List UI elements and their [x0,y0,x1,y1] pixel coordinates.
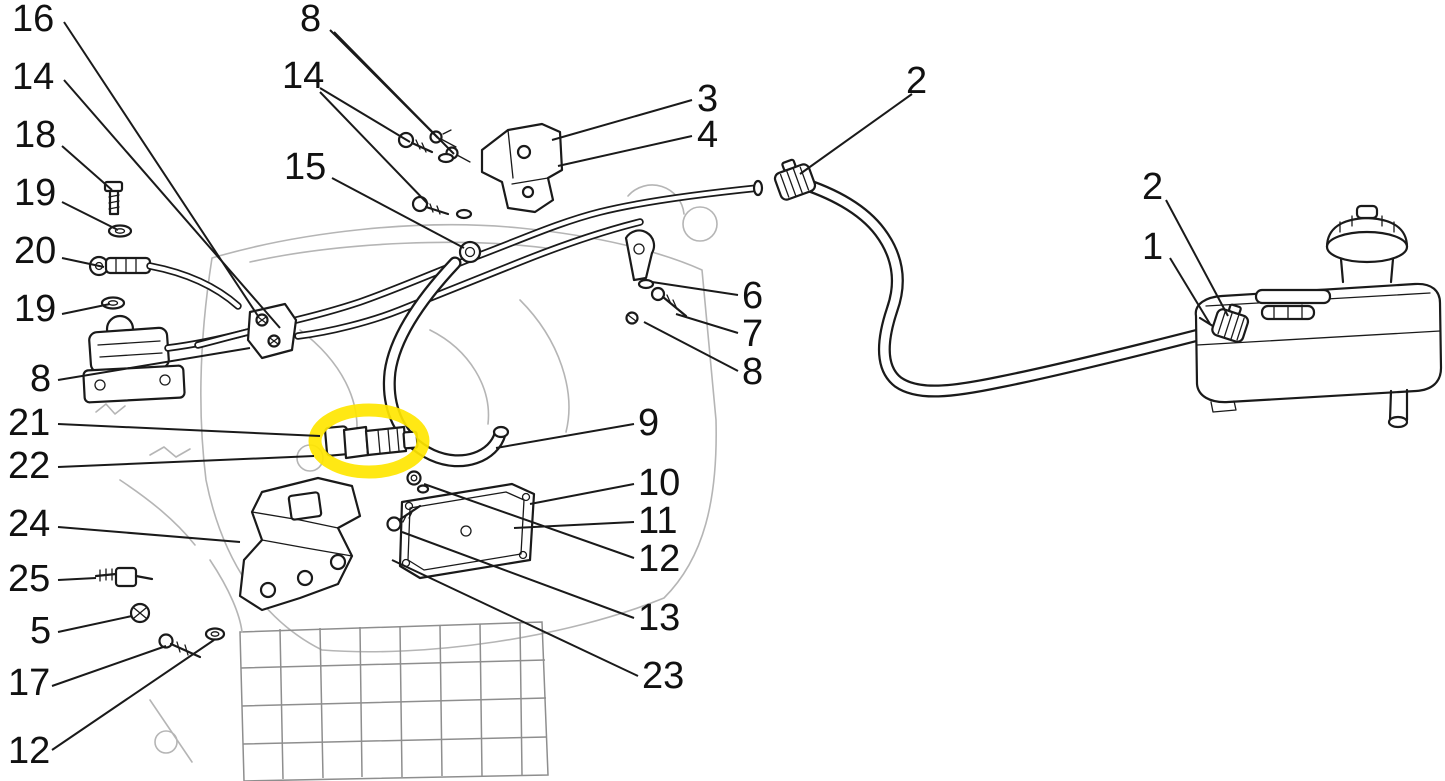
callout-9-25: 9 [638,402,660,444]
callout-16-0: 16 [12,0,55,40]
callout-2-20: 2 [1142,166,1164,208]
highlight-marker [308,403,430,479]
callout-14-15: 14 [282,55,325,97]
leader-line-9 [495,423,635,449]
leader-line-12 [51,639,215,751]
pipe-bracket-assembly [397,122,564,264]
mount-bracket-group [94,476,362,659]
left-pipe-bracket [246,302,298,360]
callout-15-16: 15 [284,146,327,188]
callout-2-19: 2 [906,60,928,102]
leader-line-1 [1169,257,1211,325]
leader-line-22 [57,455,315,468]
callout-1-21: 1 [1142,226,1164,268]
left-fitting-parts [82,180,252,404]
callout-6-22: 6 [742,275,764,317]
callout-12-13: 12 [8,730,51,772]
callout-8-14: 8 [300,0,322,40]
callout-19-5: 19 [14,288,57,330]
callout-18-2: 18 [14,114,57,156]
highlighted-sensor [308,403,430,479]
cover-plate-group [386,470,536,580]
callout-5-11: 5 [30,610,52,652]
leader-line-5 [57,615,133,633]
leader-line-20 [61,257,105,268]
callout-21-7: 21 [8,402,51,444]
callout-22-8: 22 [8,445,51,487]
leader-line-17 [51,645,167,687]
leader-line-8 [643,321,739,372]
leader-line-24 [57,526,241,543]
leader-line-8 [57,347,251,381]
callout-20-4: 20 [14,230,57,272]
leader-line-14 [319,91,429,205]
callout-25-10: 25 [8,558,51,600]
callout-24-9: 24 [8,503,51,545]
leader-line-11 [513,521,635,529]
leader-line-21 [57,423,321,437]
leader-line-4 [557,135,693,167]
callout-17-12: 17 [8,662,51,704]
callout-12-28: 12 [638,538,681,580]
reservoir-tank [1194,204,1443,429]
leader-line-15 [331,177,465,249]
pipe-clamp-and-bolt [624,229,688,325]
leader-line-7 [675,313,739,334]
leader-line-25 [57,577,97,581]
callout-13-29: 13 [638,597,681,639]
reservoir-hose [791,175,1225,398]
callout-11-27: 11 [638,500,678,542]
leader-line-14 [63,79,281,329]
leader-line-8 [333,31,455,155]
leader-line-18 [61,145,113,191]
callout-7-23: 7 [742,313,764,355]
leader-line-12 [423,483,635,559]
leader-line-10 [529,483,635,505]
callout-8-6: 8 [30,358,52,400]
leader-line-2 [799,93,913,175]
leader-lines [51,21,1229,751]
hose-clamp-tank [1211,303,1250,343]
callout-3-17: 3 [697,78,719,120]
leader-line-3 [551,99,693,141]
leader-line-13 [401,531,635,619]
callout-8-24: 8 [742,351,764,393]
hose-clamp-top [773,158,817,201]
callout-14-1: 14 [12,56,55,98]
callout-10-26: 10 [638,462,681,504]
callout-19-3: 19 [14,172,57,214]
callout-23-30: 23 [642,655,685,697]
callout-4-18: 4 [697,114,719,156]
leader-line-6 [651,281,739,296]
leader-line-23 [391,559,639,677]
leader-line-19 [61,201,119,231]
leader-line-14 [319,87,411,143]
leader-line-2 [1165,199,1229,317]
leader-line-19 [61,303,111,315]
